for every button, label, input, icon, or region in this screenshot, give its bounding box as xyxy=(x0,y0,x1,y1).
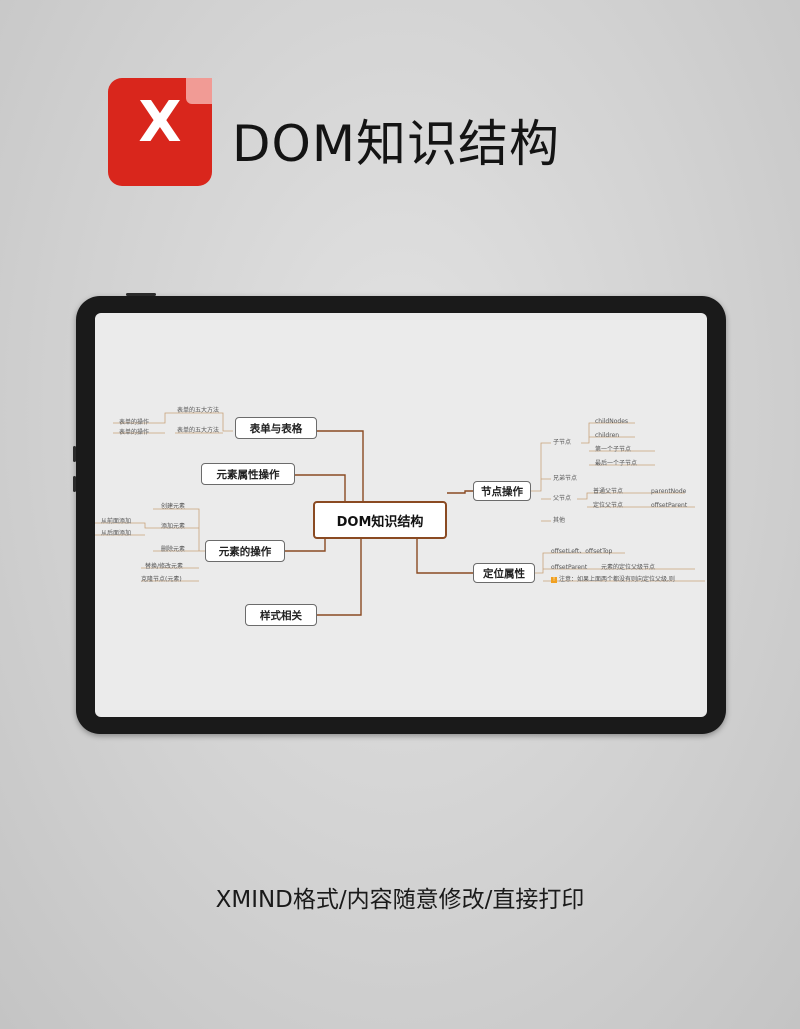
branch-node-ops[interactable]: 节点操作 xyxy=(473,481,531,501)
tablet-side-button xyxy=(73,476,76,492)
leaf-form-method: 表单的五大方法 xyxy=(177,427,220,434)
leaf-lines-parent xyxy=(577,492,695,508)
leaf-offset-parent: offsetParent xyxy=(551,564,588,571)
logo-fold xyxy=(186,78,212,104)
branch-position[interactable]: 定位属性 xyxy=(473,563,535,583)
leaf-element-create: 创建元素 xyxy=(161,503,186,510)
page-title: DOM知识结构 xyxy=(232,115,560,173)
leaf-lines-node xyxy=(531,442,551,522)
branch-line-node xyxy=(447,490,473,494)
mindmap-root[interactable]: DOM知识结构 xyxy=(313,501,447,539)
branch-element-attr[interactable]: 元素属性操作 xyxy=(201,463,295,485)
footer-caption: XMIND格式/内容随意修改/直接打印 xyxy=(215,887,585,913)
leaf-lines-element xyxy=(141,508,205,582)
mindmap-connectors xyxy=(95,412,705,616)
leaf-parent: 父节点 xyxy=(553,495,572,502)
tablet-side-button xyxy=(73,446,76,462)
tablet-top-button xyxy=(126,293,156,296)
leaf-offsets: offsetLeft、offsetTop xyxy=(551,548,613,555)
leaf-lines-form xyxy=(175,412,233,434)
leaf-children: children xyxy=(595,432,620,439)
leaf-form-op: 表单的操作 xyxy=(119,429,150,436)
branch-line-attr xyxy=(295,474,346,501)
leaf-offsetparent: offsetParent xyxy=(651,502,688,509)
branch-form-table[interactable]: 表单与表格 xyxy=(235,417,317,439)
leaf-element-replace: 替换/修改元素 xyxy=(145,563,184,570)
leaf-normal-parent: 普通父节点 xyxy=(593,488,624,495)
leaf-form-method: 表单的五大方法 xyxy=(177,407,220,414)
leaf-parentnode: parentNode xyxy=(651,488,687,495)
leaf-other: 其他 xyxy=(553,517,566,524)
leaf-lines-form-2 xyxy=(113,412,175,434)
leaf-position-parent: 定位父节点 xyxy=(593,502,624,509)
branch-style[interactable]: 样式相关 xyxy=(245,604,317,626)
warning-icon: ! xyxy=(551,576,557,583)
leaf-element-add: 添加元素 xyxy=(161,523,186,530)
branch-line-element xyxy=(285,539,326,552)
branch-line-form xyxy=(317,430,364,501)
leaf-lines-child xyxy=(581,422,655,466)
leaf-childnodes: childNodes xyxy=(595,418,629,425)
leaf-lines-element-sub xyxy=(95,522,153,536)
leaf-element-clone: 克隆节点(元素) xyxy=(141,576,182,583)
leaf-note: !注意：如果上面两个都没有则向定位父级,则 xyxy=(551,576,675,584)
branch-line-position xyxy=(416,539,473,574)
leaf-element-delete: 删除元素 xyxy=(161,546,186,553)
leaf-element-prepend: 从前面添加 xyxy=(101,518,132,525)
leaf-child-node: 子节点 xyxy=(553,439,572,446)
logo-letter: X xyxy=(138,90,182,155)
leaf-note-text: 注意：如果上面两个都没有则向定位父级,则 xyxy=(559,576,675,583)
leaf-element-append: 从后面添加 xyxy=(101,530,132,537)
branch-line-style xyxy=(317,539,362,616)
leaf-first-child: 第一个子节点 xyxy=(595,446,632,453)
mindmap-canvas: DOM知识结构 表单与表格 元素属性操作 元素的操作 样式相关 节点操作 定位属… xyxy=(95,313,707,717)
leaf-sibling: 兄弟节点 xyxy=(553,475,578,482)
xmind-logo: X xyxy=(108,78,212,186)
leaf-offset-parent-desc: 元素的定位父级节点 xyxy=(601,564,656,571)
leaf-form-op: 表单的操作 xyxy=(119,419,150,426)
leaf-lines-position xyxy=(535,552,705,582)
leaf-last-child: 最后一个子节点 xyxy=(595,460,638,467)
branch-element-ops[interactable]: 元素的操作 xyxy=(205,540,285,562)
